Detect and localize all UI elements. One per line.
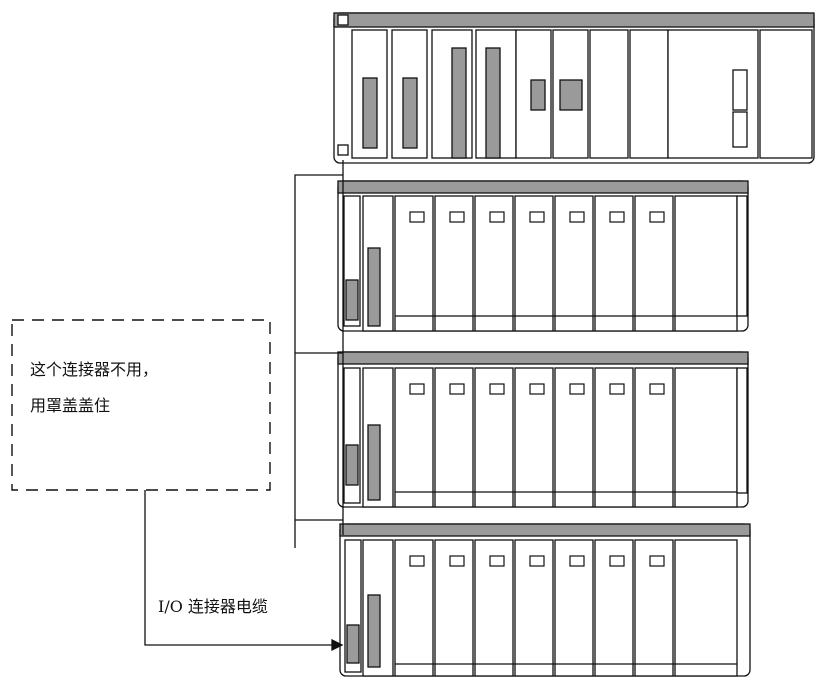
annotation-line-2: 用罩盖盖住 <box>30 396 111 415</box>
annotation-box <box>11 319 271 491</box>
annotation-line-1: 这个连接器不用， <box>30 360 159 379</box>
cpu-rack <box>333 12 815 164</box>
module-badge-icons <box>409 211 665 567</box>
expansion-rack-2 <box>337 351 749 508</box>
leader-arrow <box>144 490 344 652</box>
io-cable-lines <box>294 160 344 548</box>
expansion-rack-3 <box>339 523 751 677</box>
cable-label: I/O 连接器电缆 <box>158 597 268 616</box>
expansion-rack-1 <box>337 180 749 332</box>
